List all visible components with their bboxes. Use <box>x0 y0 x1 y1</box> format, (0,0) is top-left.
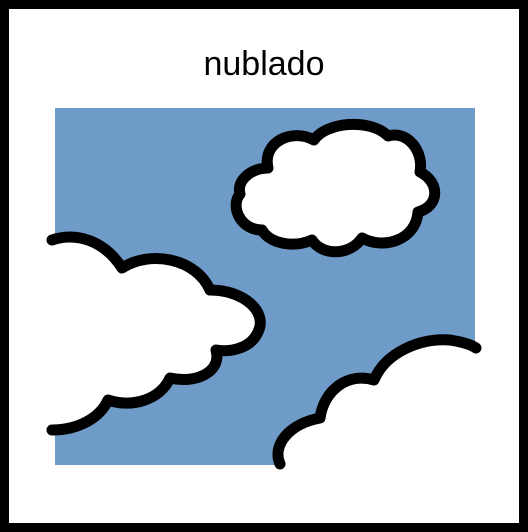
card-title: nublado <box>203 45 325 83</box>
cloud-bottom-right-outline <box>272 334 482 470</box>
cloud-bottom-right <box>276 339 478 466</box>
cloud-top-right <box>230 118 441 258</box>
cloud-left-outline <box>46 231 266 436</box>
